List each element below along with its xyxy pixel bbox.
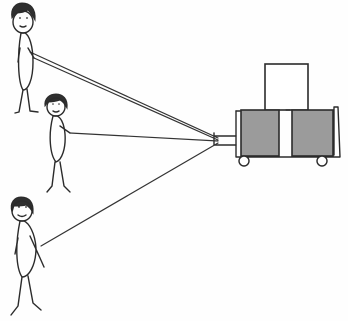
leg-right (26, 88, 39, 113)
rope-bottom (40, 142, 219, 247)
body (16, 220, 37, 278)
leg-right (27, 275, 42, 311)
head (12, 10, 34, 34)
arm (29, 235, 45, 268)
leg-left (14, 89, 24, 114)
cart-right-box (291, 109, 334, 157)
rope-top-a (29, 51, 219, 139)
cart-wheel-right (316, 155, 328, 167)
cart-frame (235, 106, 341, 158)
hair (44, 93, 68, 110)
leg-right (59, 161, 71, 193)
leg-left (46, 161, 56, 193)
figure-middle (44, 93, 71, 193)
cart (213, 63, 341, 167)
body (49, 115, 66, 163)
figure-top (11, 2, 39, 114)
cart-wheel-left (238, 155, 250, 167)
arm (27, 47, 35, 59)
figure-bottom (10, 196, 45, 316)
rope-top-b (33, 57, 219, 141)
ropes (29, 51, 219, 247)
arm (59, 125, 71, 134)
leg-left (10, 276, 23, 316)
body (17, 32, 34, 91)
cart-top-box (264, 63, 309, 111)
rope-middle (69, 132, 219, 142)
cart-left-box (240, 109, 280, 157)
